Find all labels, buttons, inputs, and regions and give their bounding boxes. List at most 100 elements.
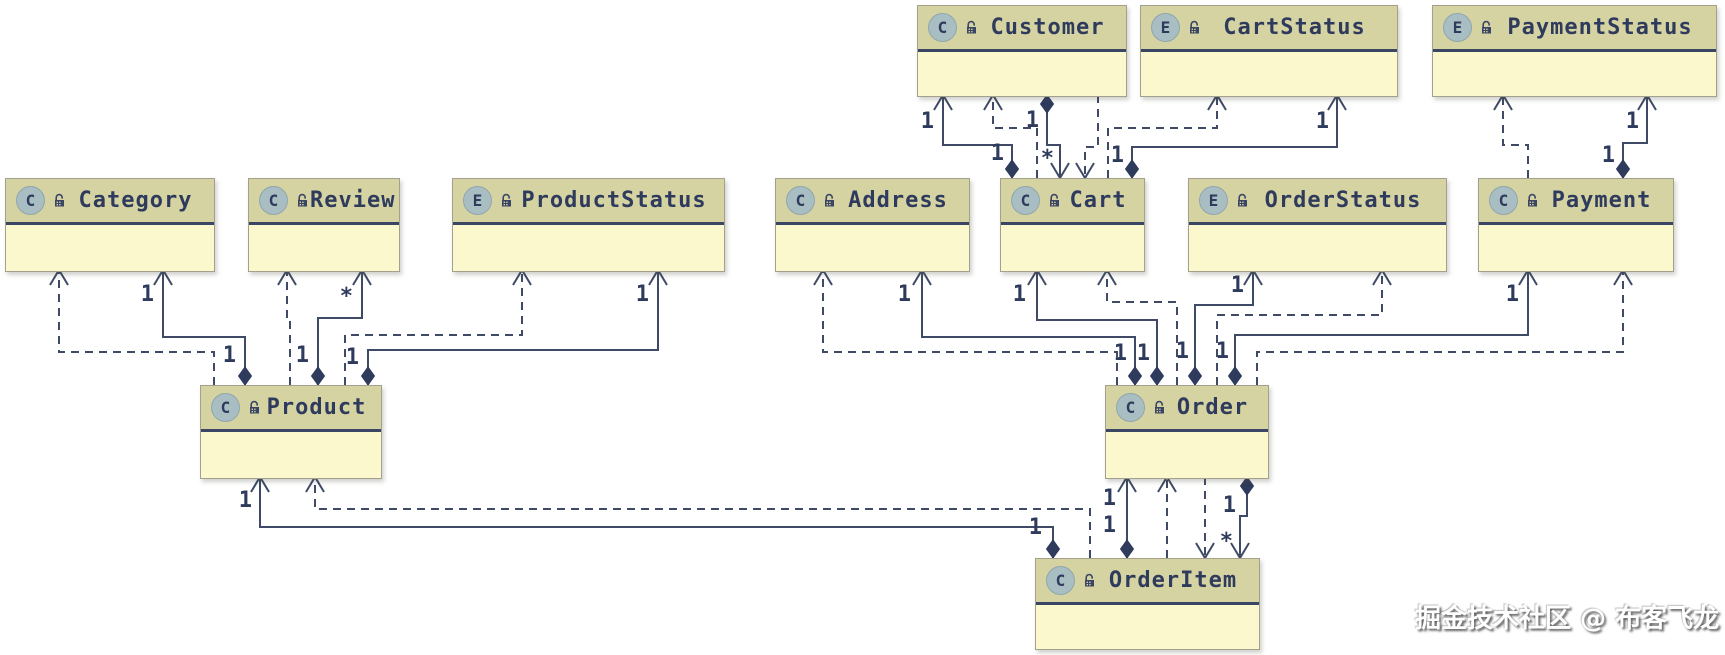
edge-Customer-Cart-dependency — [1084, 95, 1099, 178]
class-title: Customer — [990, 15, 1105, 40]
open-arrowhead-icon — [49, 268, 69, 286]
class-circle-icon: C — [1489, 186, 1518, 215]
class-title: Order — [1176, 395, 1249, 420]
class-header: C Customer — [918, 6, 1126, 52]
edge-Order-Cart-composition — [1036, 270, 1158, 385]
multiplicity-label: 1 — [991, 141, 1004, 166]
multiplicity-label: 1 — [1029, 515, 1042, 540]
open-arrowhead-icon — [648, 268, 668, 286]
composition-diamond-icon — [1127, 366, 1143, 386]
composition-diamond-icon — [1124, 159, 1140, 179]
class-title: ProductStatus — [521, 188, 707, 213]
multiplicity-label: * — [1220, 529, 1233, 554]
composition-diamond-icon — [1239, 476, 1255, 496]
lock-icon — [1190, 20, 1199, 34]
enum-circle-icon: E — [463, 186, 492, 215]
open-arrowhead-icon — [1207, 93, 1227, 111]
lock-icon — [825, 193, 834, 207]
edge-Order-OrderItem-composition — [1239, 477, 1248, 558]
edge-Product-Category-composition — [162, 270, 246, 385]
open-arrowhead-icon — [1230, 542, 1250, 560]
composition-diamond-icon — [1187, 366, 1203, 386]
open-arrowhead-icon — [1027, 268, 1047, 286]
lock-icon — [967, 20, 976, 34]
edge-OrderItem-Product-composition — [259, 477, 1054, 558]
class-Product: C Product — [200, 385, 382, 479]
multiplicity-label: * — [340, 284, 353, 309]
open-arrowhead-icon — [153, 268, 173, 286]
class-Order: C Order — [1105, 385, 1269, 479]
multiplicity-label: 1 — [1013, 282, 1026, 307]
composition-diamond-icon — [1227, 366, 1243, 386]
multiplicity-label: 1 — [1216, 339, 1229, 364]
multiplicity-label: 1 — [1137, 341, 1150, 366]
open-arrowhead-icon — [1637, 93, 1657, 111]
class-circle-icon: C — [1116, 393, 1145, 422]
multiplicity-label: 1 — [1103, 486, 1116, 511]
open-arrowhead-icon — [305, 475, 325, 493]
class-title: CartStatus — [1223, 15, 1366, 40]
edge-Order-Payment-composition — [1234, 270, 1529, 385]
class-header: E ProductStatus — [453, 179, 724, 225]
edge-Payment-PaymentStatus-composition — [1622, 95, 1648, 178]
class-PaymentStatus: E PaymentStatus — [1432, 5, 1717, 97]
multiplicity-label: 1 — [239, 488, 252, 513]
open-arrowhead-icon — [277, 268, 297, 286]
edge-Product-ProductStatus-dependency — [344, 270, 523, 385]
composition-diamond-icon — [310, 366, 326, 386]
open-arrowhead-icon — [1243, 268, 1263, 286]
class-circle-icon: C — [16, 186, 45, 215]
lock-icon — [502, 193, 511, 207]
open-arrowhead-icon — [1518, 268, 1538, 286]
lock-icon — [1050, 193, 1059, 207]
class-title: Address — [848, 188, 948, 213]
open-arrowhead-icon — [1117, 475, 1137, 493]
multiplicity-label: 1 — [1176, 339, 1189, 364]
edge-Cart-CartStatus-dependency — [1107, 95, 1218, 178]
edge-Product-Review-composition — [317, 270, 363, 385]
lock-icon — [1528, 193, 1537, 207]
edge-Order-OrderStatus-composition — [1194, 270, 1254, 385]
class-title: Review — [310, 188, 396, 213]
class-circle-icon: C — [1011, 186, 1040, 215]
class-title: OrderItem — [1108, 568, 1238, 593]
class-title: PaymentStatus — [1507, 15, 1693, 40]
edge-Cart-Customer-dependency — [992, 95, 1038, 178]
class-title: Cart — [1069, 188, 1127, 213]
lock-icon — [55, 193, 64, 207]
open-arrowhead-icon — [1050, 162, 1070, 180]
class-title: Product — [266, 395, 367, 420]
composition-diamond-icon — [1004, 159, 1020, 179]
open-arrowhead-icon — [1097, 268, 1117, 286]
class-circle-icon: C — [928, 13, 957, 42]
class-circle-icon: C — [211, 393, 240, 422]
multiplicity-label: 1 — [921, 109, 934, 134]
open-arrowhead-icon — [512, 268, 532, 286]
open-arrowhead-icon — [1195, 542, 1215, 560]
edge-Payment-PaymentStatus-dependency — [1502, 95, 1529, 178]
class-header: C Product — [201, 386, 381, 432]
multiplicity-label: 1 — [141, 282, 154, 307]
class-header: E PaymentStatus — [1433, 6, 1716, 52]
class-Review: C Review — [248, 178, 400, 272]
open-arrowhead-icon — [1372, 268, 1392, 286]
class-circle-icon: C — [259, 186, 288, 215]
edge-Order-OrderStatus-dependency — [1216, 270, 1383, 385]
open-arrowhead-icon — [1075, 162, 1095, 180]
enum-circle-icon: E — [1443, 13, 1472, 42]
composition-diamond-icon — [360, 366, 376, 386]
multiplicity-label: 1 — [1316, 109, 1329, 134]
edge-Product-ProductStatus-composition — [367, 270, 659, 385]
multiplicity-label: 1 — [223, 343, 236, 368]
watermark: 掘金技术社区 @ 布客飞龙 — [1415, 604, 1720, 634]
open-arrowhead-icon — [250, 475, 270, 493]
